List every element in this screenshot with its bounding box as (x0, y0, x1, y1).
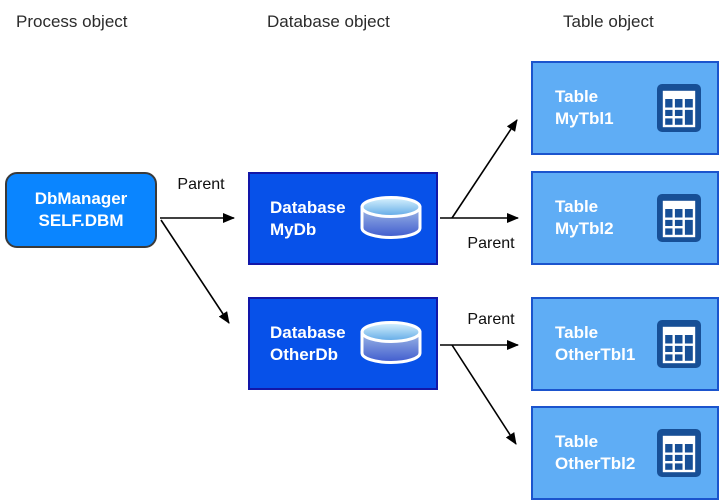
node-table-othertbl1: Table OtherTbl1 (531, 297, 719, 391)
node-table-mytbl1-label: Table MyTbl1 (555, 86, 614, 130)
node-table-mytbl2-label: Table MyTbl2 (555, 196, 614, 240)
database-cylinder-icon (360, 320, 422, 364)
node-table-mytbl2-line2: MyTbl2 (555, 219, 614, 238)
edge-label-parent-2: Parent (462, 235, 520, 253)
node-table-mytbl2: Table MyTbl2 (531, 171, 719, 265)
node-table-othertbl2-label: Table OtherTbl2 (555, 431, 635, 475)
node-database-otherdb: Database OtherDb (248, 297, 438, 390)
node-table-othertbl1-line1: Table (555, 323, 599, 342)
node-table-othertbl1-label: Table OtherTbl1 (555, 322, 635, 366)
node-database-mydb-line2: MyDb (270, 219, 317, 239)
column-header-table: Table object (563, 12, 654, 31)
edge-label-parent-3: Parent (462, 311, 520, 329)
column-header-database: Database object (267, 12, 390, 31)
node-database-otherdb-label: Database OtherDb (270, 322, 346, 366)
table-grid-icon (657, 429, 701, 477)
node-dbmanager-line2: SELF.DBM (38, 211, 124, 230)
edge-label-parent-1: Parent (172, 176, 230, 194)
node-database-otherdb-line1: Database (270, 322, 346, 342)
node-database-otherdb-line2: OtherDb (270, 344, 338, 364)
node-dbmanager-label: DbManager SELF.DBM (35, 188, 128, 232)
table-grid-icon (657, 194, 701, 242)
node-database-mydb-label: Database MyDb (270, 197, 346, 241)
node-database-mydb-line1: Database (270, 197, 346, 217)
node-table-othertbl2: Table OtherTbl2 (531, 406, 719, 500)
database-cylinder-icon (360, 195, 422, 239)
node-database-mydb: Database MyDb (248, 172, 438, 265)
node-table-mytbl1: Table MyTbl1 (531, 61, 719, 155)
node-table-mytbl2-line1: Table (555, 197, 599, 216)
node-dbmanager-line1: DbManager (34, 189, 128, 208)
table-grid-icon (657, 84, 701, 132)
node-table-mytbl1-line2: MyTbl1 (555, 109, 614, 128)
column-header-process: Process object (16, 12, 128, 31)
node-dbmanager: DbManager SELF.DBM (5, 172, 157, 248)
node-table-othertbl2-line2: OtherTbl2 (555, 454, 636, 473)
table-grid-icon (657, 320, 701, 368)
node-table-mytbl1-line1: Table (555, 87, 599, 106)
node-table-othertbl2-line1: Table (555, 432, 599, 451)
node-table-othertbl1-line2: OtherTbl1 (555, 345, 636, 364)
